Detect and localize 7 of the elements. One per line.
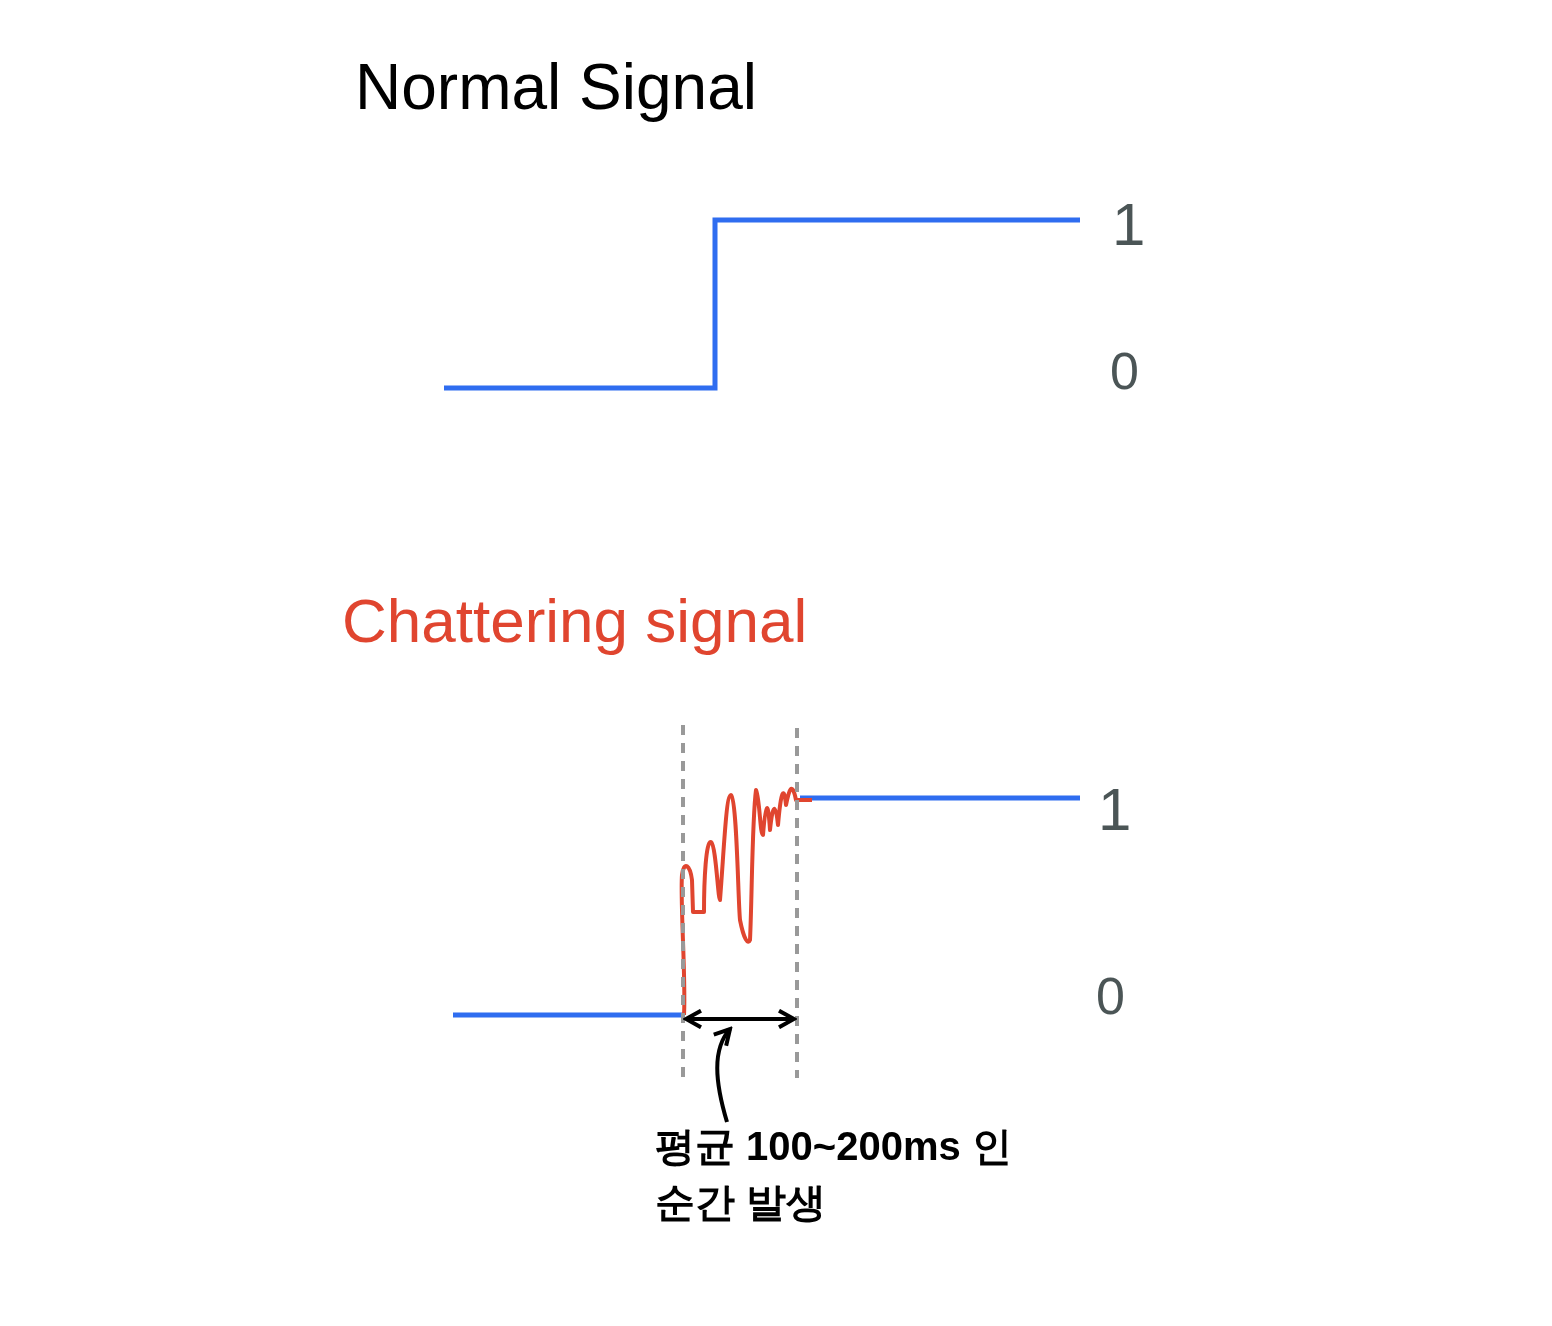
level-label: 0 bbox=[1096, 970, 1125, 1022]
dimension-line bbox=[684, 1008, 796, 1030]
level-label: 1 bbox=[1098, 780, 1132, 840]
level-label: 0 bbox=[1110, 345, 1139, 397]
level-label: 1 bbox=[1112, 195, 1146, 255]
annotation-text: 평균 100~200ms 인 순간 발생 bbox=[655, 1118, 1045, 1230]
leader-arrow bbox=[712, 1027, 732, 1123]
